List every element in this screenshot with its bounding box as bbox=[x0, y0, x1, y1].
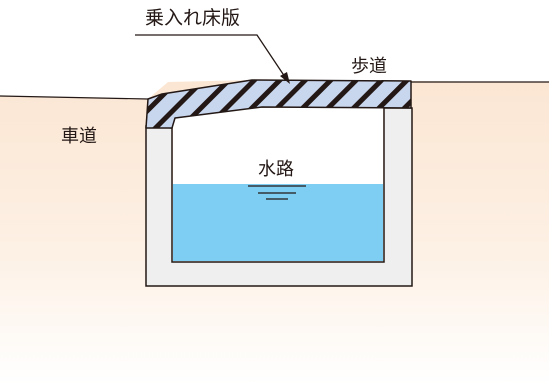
slab-leader-arrow bbox=[280, 72, 290, 84]
sidewalk-label: 歩道 bbox=[351, 56, 387, 77]
channel-label: 水路 bbox=[258, 159, 294, 180]
approach-slab bbox=[145, 79, 412, 129]
water-level-symbol bbox=[248, 185, 306, 200]
slab-label: 乗入れ床版 bbox=[145, 7, 240, 29]
channel-interior bbox=[173, 108, 383, 184]
roadway-label: 車道 bbox=[61, 126, 97, 147]
water bbox=[173, 184, 383, 261]
roadway-surface-line bbox=[0, 95, 149, 100]
slab-leader-line bbox=[135, 34, 286, 78]
